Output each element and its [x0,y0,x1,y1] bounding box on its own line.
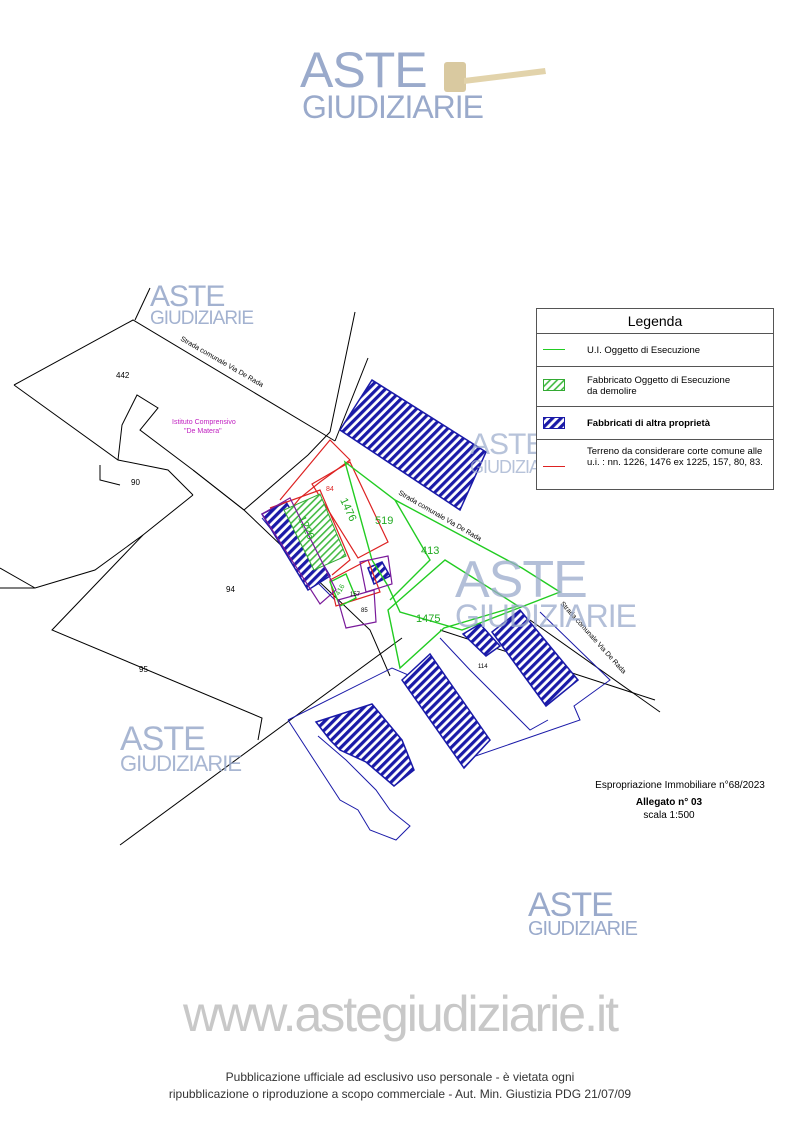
caption-attachment: Allegato n° 03 [635,797,703,808]
watermark-logo-top: ASTE GIUDIZIARIE [300,42,546,125]
watermark-logo-map-1: ASTE GIUDIZIARIE [150,280,254,329]
watermark-aste: ASTE [300,42,428,98]
school-label-2: "De Matera" [184,428,222,435]
legend-title: Legenda [537,309,773,334]
footer-note-2: ripubblicazione o riproduzione a scopo c… [168,1087,632,1101]
parcel-114: 114 [478,664,488,670]
legend-item-execution: U.I. Oggetto di Esecuzione [537,334,773,367]
blue-parcel-outlines [261,517,611,841]
watermark-logo-map-2: ASTE GIUDIZIARIE [455,551,637,634]
purple-parcel-outlines [261,497,393,629]
legend-box: Legenda U.I. Oggetto di Esecuzione Fabbr… [536,308,774,490]
parcel-94: 94 [226,585,235,594]
gavel-icon [444,62,546,92]
blue-buildings [260,378,580,787]
parcel-outlines [0,287,661,846]
parcel-413: 413 [421,545,439,557]
footer-note-1: Pubblicazione ufficiale ad esclusivo uso… [225,1070,575,1084]
parcel-416: 416 [335,583,347,597]
legend-item-other-property: Fabbricati di altra proprietà [537,407,773,440]
caption-title: Espropriazione Immobiliare n°68/2023 [595,780,765,791]
parcel-95: 95 [139,665,148,674]
school-label-1: Istituto Comprensivo [172,419,236,426]
legend-item-common-land: Terreno da considerare corte comune alle… [537,440,773,488]
caption-scale: scala 1:500 [643,810,695,821]
parcel-85: 85 [361,608,368,614]
parcel-442: 442 [116,371,130,380]
road-label-mid: Strada comunale Via De Rada [397,490,482,543]
parcel-157: 157 [350,592,361,598]
watermark-giudiziarie: GIUDIZIARIE [302,89,484,125]
parcel-519: 519 [375,515,393,527]
footer-website: www.astegiudiziarie.it [183,986,619,1042]
watermark-logo-bottom: ASTE GIUDIZIARIE [528,886,638,940]
green-building [283,493,347,571]
red-boundary [269,439,389,607]
parcel-84: 84 [326,486,334,493]
green-line-icon [543,349,565,350]
red-line-icon [543,466,565,467]
green-hatch-icon [543,379,565,391]
road-label-upper: Strada comunale Via De Rada [179,336,264,389]
green-parcels [329,460,562,670]
blue-hatch-icon [543,417,565,429]
parcel-90: 90 [131,478,140,487]
watermark-logo-map-3: ASTE GIUDIZIARIE [120,720,242,776]
legend-item-demolish: Fabbricato Oggetto di Esecuzione da demo… [537,367,773,407]
parcel-1475: 1475 [416,613,440,625]
